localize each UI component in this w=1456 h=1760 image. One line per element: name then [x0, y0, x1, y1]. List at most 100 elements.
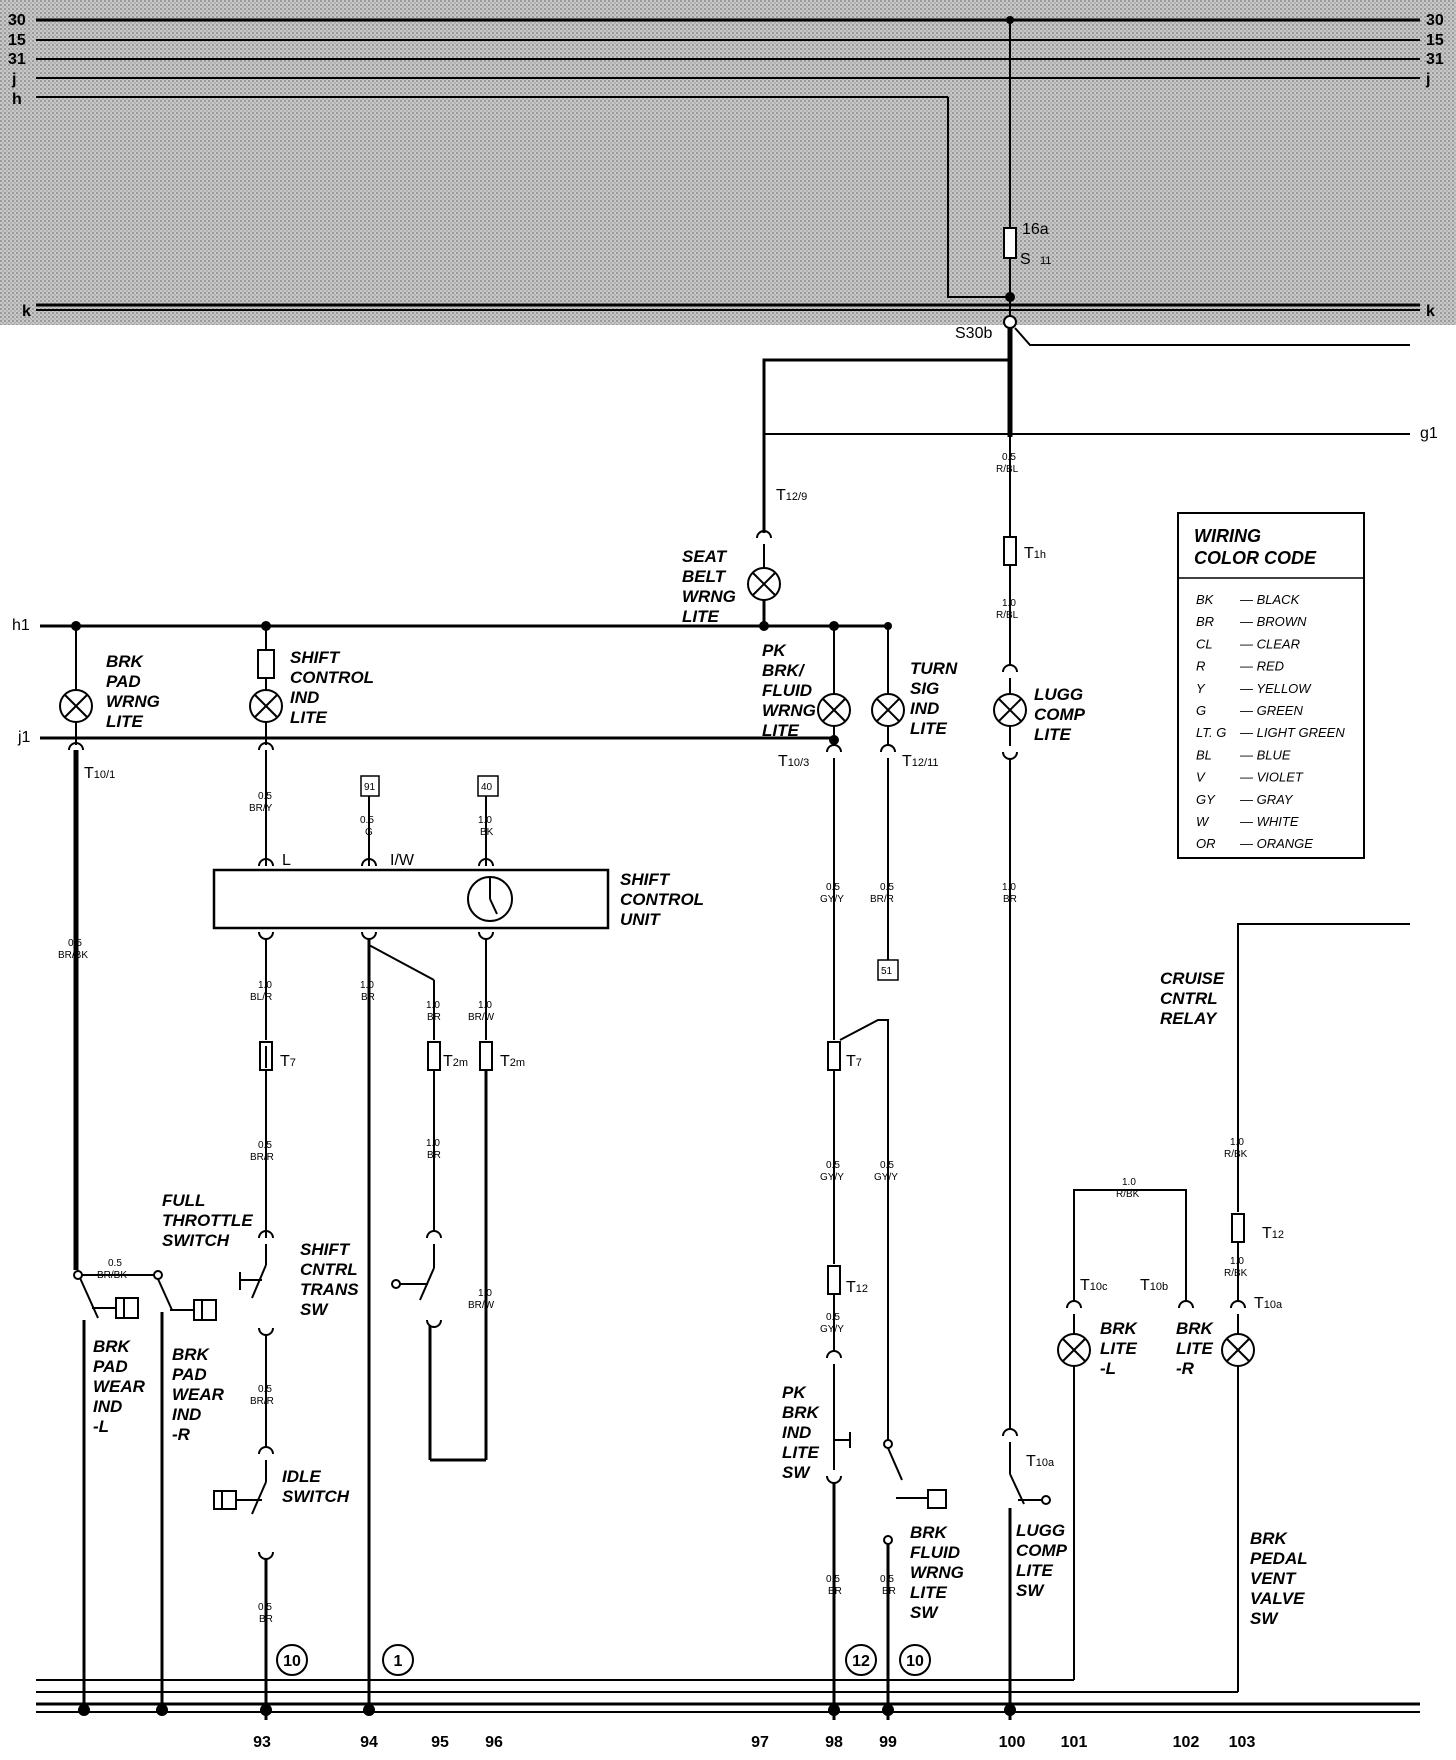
svg-text:0.5: 0.5 [880, 1574, 894, 1585]
svg-text:BR/W: BR/W [468, 1300, 495, 1311]
ground-point-1: 1 [382, 1644, 414, 1676]
svg-text:SW: SW [782, 1463, 811, 1482]
legend-code: BK [1196, 592, 1215, 607]
svg-text:1.0: 1.0 [1002, 882, 1016, 893]
legend-code: G [1196, 703, 1206, 718]
legend-color-name: — VIOLET [1239, 770, 1304, 785]
terminal-t10-1: T10/1 [84, 765, 115, 782]
rail-label-15: 15 [8, 32, 26, 49]
svg-text:R/BK: R/BK [1224, 1149, 1248, 1160]
svg-text:WRNG: WRNG [910, 1563, 964, 1582]
svg-text:WEAR: WEAR [93, 1377, 146, 1396]
svg-text:0.5: 0.5 [258, 1384, 272, 1395]
terminal-t1h: T1h [1024, 545, 1046, 562]
svg-text:91: 91 [364, 782, 376, 793]
rail-label-31-right: 31 [1426, 51, 1444, 68]
fuse-label-sub: 11 [1040, 255, 1051, 267]
svg-text:BR: BR [828, 1586, 842, 1597]
svg-text:10: 10 [906, 1653, 924, 1670]
svg-text:FULL: FULL [162, 1191, 205, 1210]
legend-color-name: — WHITE [1239, 814, 1299, 829]
legend-code: Y [1196, 681, 1206, 696]
bulb-icon [817, 693, 851, 727]
brk-lite-r: T10b BRK LITE -R [1140, 1277, 1215, 1378]
fuse-s11: 16a S 11 [1003, 16, 1051, 302]
rail-label-k: k [22, 303, 31, 320]
shift-control-ind-lite: SHIFT CONTROL IND LITE 0.5 BR/Y [249, 626, 374, 852]
svg-text:CNTRL: CNTRL [1160, 989, 1218, 1008]
g1-label: g1 [1420, 425, 1438, 442]
brk-lite-l: T10c BRK LITE -L [36, 1277, 1139, 1681]
header-rail-labels: 30 15 31 j h k 30 15 31 j k [8, 12, 1444, 320]
svg-text:1.0: 1.0 [426, 1000, 440, 1011]
legend-color-name: — BLUE [1239, 747, 1291, 762]
svg-text:1.0: 1.0 [258, 980, 272, 991]
svg-text:SHIFT: SHIFT [300, 1240, 351, 1259]
svg-text:WRNG: WRNG [682, 587, 736, 606]
svg-text:1.0: 1.0 [1230, 1137, 1244, 1148]
svg-text:GY/Y: GY/Y [874, 1172, 898, 1183]
shift-cntrl-trans-sw: SHIFT CNTRL TRANS SW [300, 1230, 442, 1460]
svg-text:BR: BR [1003, 894, 1017, 905]
svg-text:BR: BR [427, 1012, 441, 1023]
rail-label-31: 31 [8, 51, 26, 68]
terminal-t10-3: T10/3 [778, 753, 809, 770]
legend-title: WIRING [1194, 526, 1261, 546]
svg-text:R/BL: R/BL [996, 610, 1019, 621]
rail-label-30: 30 [8, 12, 26, 29]
svg-text:0.5: 0.5 [826, 882, 840, 893]
svg-text:40: 40 [481, 782, 493, 793]
header-band [0, 0, 1456, 325]
svg-text:BRK: BRK [1100, 1319, 1139, 1338]
legend-code: LT. G [1196, 725, 1226, 740]
ground-point-10-b: 10 [899, 1644, 931, 1676]
svg-text:COMP: COMP [1016, 1541, 1068, 1560]
svg-text:I/W: I/W [390, 852, 415, 869]
svg-text:BELT: BELT [682, 567, 727, 586]
svg-text:LUGG: LUGG [1034, 685, 1083, 704]
brk-pad-wrng-lite-label-1: BRK [106, 652, 145, 671]
svg-text:PK: PK [782, 1383, 807, 1402]
svg-text:IND: IND [172, 1405, 201, 1424]
svg-text:VALVE: VALVE [1250, 1589, 1305, 1608]
svg-text:TRANS: TRANS [300, 1280, 359, 1299]
shift-control-unit: L I/W SHIFT CONTROL UNIT [212, 808, 704, 930]
legend-color-name: — GREEN [1239, 703, 1303, 718]
svg-text:BRK: BRK [782, 1403, 821, 1422]
svg-text:PAD: PAD [93, 1357, 128, 1376]
svg-text:SEAT: SEAT [682, 547, 728, 566]
brk-fluid-wrng-lite-sw: 0.5 BR BRK FLUID WRNG LITE SW [880, 1439, 964, 1720]
svg-text:1.0: 1.0 [1122, 1177, 1136, 1188]
svg-text:0.5: 0.5 [108, 1258, 122, 1269]
pk-brk-ind-lite-sw: 0.5 BR PK BRK IND LITE SW [782, 1350, 851, 1720]
legend-code: OR [1196, 836, 1216, 851]
grid-number: 94 [360, 1734, 378, 1751]
brk-lite-wiring: 1.0 R/BK [1073, 1177, 1187, 1302]
svg-text:R/BK: R/BK [1224, 1268, 1248, 1279]
svg-text:0.5: 0.5 [68, 938, 82, 949]
svg-text:LUGG: LUGG [1016, 1521, 1065, 1540]
svg-text:LITE: LITE [782, 1443, 819, 1462]
rail-label-j: j [11, 71, 16, 88]
svg-text:IND: IND [782, 1423, 811, 1442]
svg-text:SW: SW [910, 1603, 939, 1622]
svg-text:SIG: SIG [910, 679, 939, 698]
legend-color-name: — ORANGE [1239, 836, 1313, 851]
legend-code: CL [1196, 636, 1213, 651]
svg-text:1.0: 1.0 [1230, 1256, 1244, 1267]
svg-text:L: L [282, 852, 291, 869]
svg-text:BR: BR [882, 1586, 896, 1597]
svg-text:1.0: 1.0 [426, 1138, 440, 1149]
svg-text:BK: BK [480, 827, 494, 838]
cruise-cntrl-relay: CRUISE CNTRL RELAY 1.0 R/BK T12 1.0 R/BK [1160, 923, 1410, 1302]
svg-text:BRK: BRK [1176, 1319, 1215, 1338]
pk-brk-fluid-wrng-lite: PK BRK/ FLUID WRNG LITE T10/3 0.5 GY/Y [762, 626, 851, 1040]
grid-number: 99 [879, 1734, 897, 1751]
brk-pad-wear-ind-r: BRK PAD WEAR IND -R [82, 1270, 225, 1710]
brk-pad-wrng-lite-label-4: LITE [106, 712, 143, 731]
legend-color-name: — GRAY [1239, 792, 1294, 807]
svg-text:FLUID: FLUID [910, 1543, 960, 1562]
svg-text:GY/Y: GY/Y [820, 1324, 844, 1335]
